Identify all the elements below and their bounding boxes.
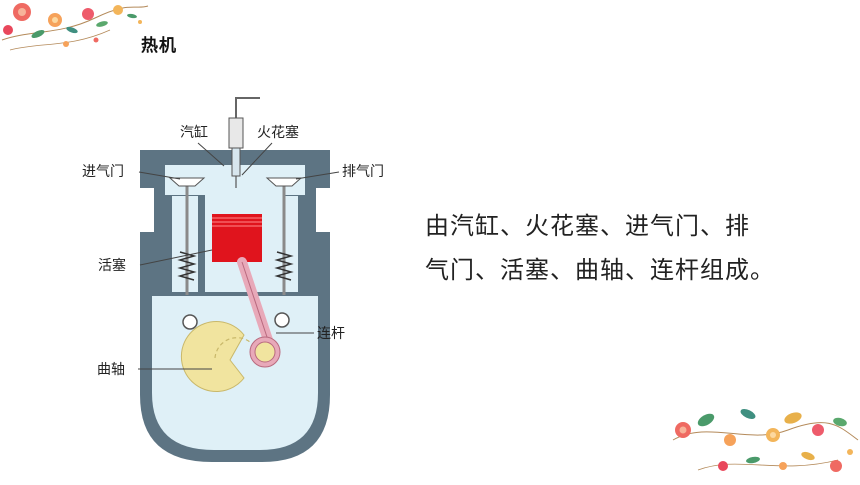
spark-plug-body	[228, 117, 244, 149]
intake-valve-head	[168, 177, 206, 187]
spark-plug-wire	[235, 97, 260, 120]
piston	[212, 214, 262, 262]
leader-cylinder	[197, 142, 225, 167]
leader-intake	[138, 171, 181, 180]
label-cylinder: 汽缸	[180, 124, 208, 141]
label-spark-plug: 火花塞	[257, 124, 299, 141]
label-crankshaft: 曲轴	[97, 362, 125, 378]
leader-exhaust	[295, 171, 340, 180]
floral-corner-icon	[672, 409, 859, 472]
label-piston: 活塞	[98, 257, 126, 274]
engine-diagram: 汽缸 火花塞 进气门 排气门 活塞 连杆 曲轴	[82, 97, 384, 462]
spark-plug-base	[231, 147, 241, 177]
crank-pin-center	[254, 341, 276, 363]
description-text: 由汽缸、火花塞、进气门、排 气门、活塞、曲轴、连杆组成。	[425, 204, 825, 292]
leader-spark-plug	[241, 142, 273, 176]
exhaust-cam	[274, 312, 290, 328]
intake-valve-spring	[177, 251, 197, 281]
leader-piston	[139, 249, 213, 266]
label-intake-valve: 进气门	[82, 164, 124, 180]
slide-title: 热机	[141, 36, 177, 56]
valve-port-left	[172, 196, 198, 292]
label-connecting-rod: 连杆	[317, 326, 345, 342]
exhaust-valve-spring	[274, 251, 294, 281]
description-line-2: 气门、活塞、曲轴、连杆组成。	[425, 256, 775, 284]
description-line-1: 由汽缸、火花塞、进气门、排	[425, 212, 750, 240]
intake-cam	[182, 314, 198, 330]
label-exhaust-valve: 排气门	[342, 164, 384, 180]
exhaust-valve-head	[265, 177, 303, 187]
floral-corner-icon	[1, 3, 149, 51]
crankshaft-dash	[214, 337, 251, 359]
